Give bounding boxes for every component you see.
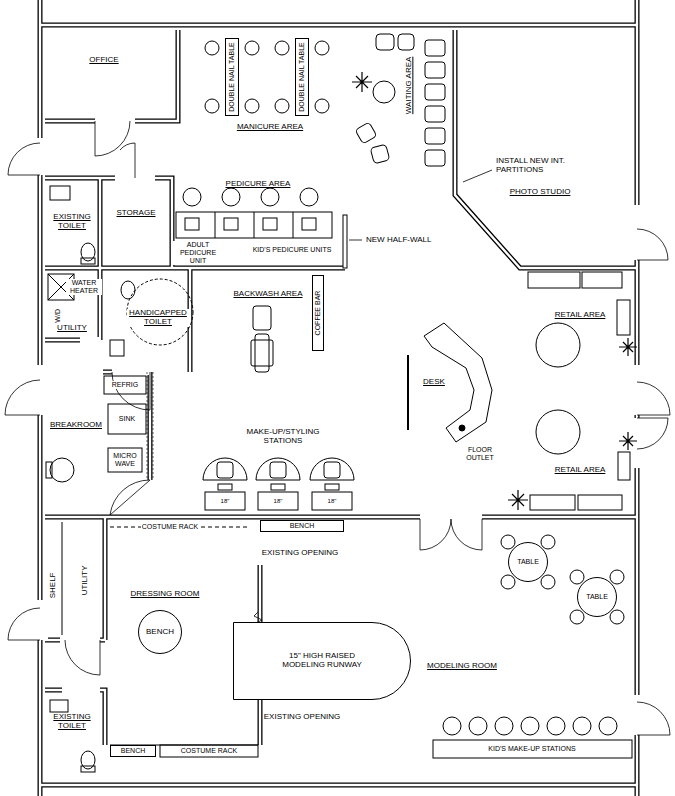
room-label: INSTALL NEW INT. PARTITIONS [495,157,569,175]
room-label: MODELING ROOM [426,662,498,671]
room-label: COSTUME RACK [180,747,238,755]
room-label: W/D [54,308,62,324]
room-label: DRESSING ROOM [130,590,201,599]
node-text: DOUBLE NAIL TABLE [228,42,236,112]
room-label: WATER HEATER [66,279,102,294]
room-label: COSTUME RACK [141,523,199,531]
room-label: ADULT PEDICURE UNIT [171,241,225,264]
room-label: STORAGE [116,209,157,218]
node-text: BENCH [121,747,146,755]
room-label: MAKE-UP/STYLING STATIONS [237,428,329,446]
room-label: WAITING AREA [406,55,415,115]
room-label: BREAKROOM [49,421,103,430]
room-label: FLOOR OUTLET [459,446,501,461]
furniture-box: BENCH [110,745,156,757]
room-label: REFRIG [111,381,139,389]
backwash-chair [251,306,273,372]
room-label: RETAIL AREA [554,311,607,320]
furniture-box: COFFEE BAR [312,275,324,351]
room-label: BACKWASH AREA [232,290,303,299]
room-label: EXISTING TOILET [49,213,95,231]
room-label: MICRO WAVE [109,452,141,467]
node-text: BENCH [290,522,315,530]
retail-fixtures [528,272,630,510]
manicure-chairs [205,41,329,113]
node-text: TABLE [586,593,608,601]
furniture-box: BENCH [260,520,344,532]
node-text: 15" HIGH RAISED MODELING RUNWAY [272,652,372,670]
room-label: EXISTING TOILET [49,713,95,731]
room-label: NEW HALF-WALL [365,236,433,245]
plants [352,72,637,510]
breakroom-fixtures [46,376,146,482]
room-label: EXISTING OPENING [261,549,339,558]
modeling-room-fixtures [62,522,632,758]
runway-shape: 15" HIGH RAISED MODELING RUNWAY [233,622,411,700]
furniture-box: DOUBLE NAIL TABLE [225,38,239,116]
walls [40,0,637,796]
toilet-fixtures [48,186,193,772]
room-label: PEDICURE AREA [225,180,292,189]
room-label: 18" [273,498,284,505]
room-label: MANICURE AREA [236,123,304,132]
room-label: RETAIL AREA [554,466,607,475]
styling-stations [203,458,354,510]
waiting-chairs [355,34,445,166]
room-label: EXISTING OPENING [263,713,341,722]
pedicure-units [176,188,332,238]
room-label: SHELF [49,571,58,599]
door-openings [36,118,641,735]
room-label: UTILITY [56,324,88,333]
room-label: KID'S PEDICURE UNITS [252,246,333,254]
node-text: BENCH [146,628,174,637]
room-label: PHOTO STUDIO [509,188,572,197]
furniture-box: DOUBLE NAIL TABLE [295,38,309,116]
room-label: 18" [327,498,338,505]
table-circle: BENCH [138,610,182,654]
door-swings [5,121,670,735]
room-label: HANDICAPPED TOILET [127,309,189,327]
node-text: TABLE [517,558,539,566]
room-label: SINK [118,415,136,423]
room-label: OFFICE [88,56,119,65]
table-circle: TABLE [577,577,617,617]
room-label: UTILITY [82,564,91,596]
half-walls [147,170,492,480]
room-label: KID'S MAKE-UP STATIONS [487,745,576,753]
room-label: 18" [220,498,231,505]
node-text: DOUBLE NAIL TABLE [298,42,306,112]
node-text: COFFEE BAR [314,291,322,336]
table-circle: TABLE [508,542,548,582]
room-label: DESK [422,378,446,387]
